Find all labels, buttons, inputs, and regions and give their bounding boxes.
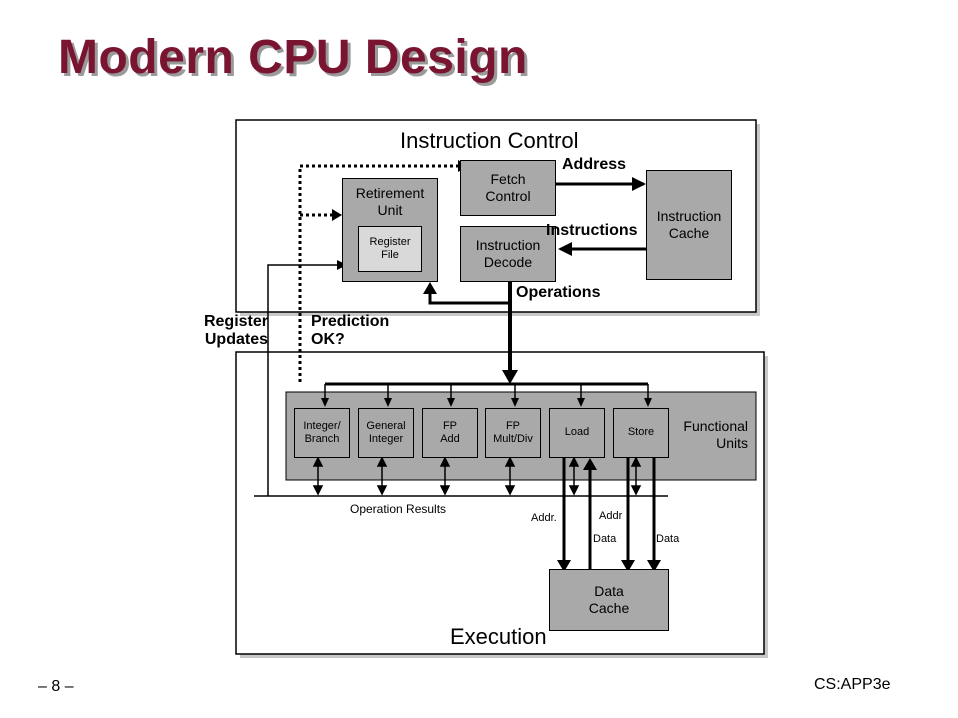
fetch-control-label: Fetch Control — [485, 171, 531, 204]
slide-title: Modern CPU Design — [58, 31, 528, 84]
register-updates-label: Register Updates — [203, 313, 268, 349]
unit-label: FP Mult/Div — [493, 419, 533, 445]
unit-label: Store — [627, 426, 655, 439]
data-cache: Data Cache — [549, 569, 669, 631]
register-file-label: Register File — [369, 235, 411, 261]
instruction-cache: Instruction Cache — [646, 170, 732, 280]
unit-label: Load — [564, 426, 590, 439]
retirement-unit-label: Retirement Unit — [355, 185, 425, 218]
address-label: Address — [562, 156, 627, 173]
instruction-decode-label: Instruction Decode — [475, 237, 541, 270]
unit-fp-add: FP Add — [422, 408, 478, 458]
instructions-label: Instructions — [546, 222, 638, 239]
execution-label: Execution — [450, 624, 547, 649]
register-file: Register File — [358, 226, 422, 272]
unit-label: Integer/ Branch — [303, 419, 341, 445]
functional-units-label: Functional Units — [683, 418, 748, 451]
unit-label: FP Add — [440, 419, 460, 445]
instruction-control-label: Instruction Control — [400, 128, 579, 153]
page-number: – 8 – — [38, 678, 74, 695]
unit-load: Load — [549, 408, 605, 458]
addr-load-label: Addr. — [531, 512, 557, 524]
unit-fp-mult-div: FP Mult/Div — [485, 408, 541, 458]
data-load-label: Data — [593, 533, 617, 545]
operations-label: Operations — [516, 284, 601, 301]
data-store-label: Data — [656, 533, 680, 545]
operation-results-label: Operation Results — [350, 502, 447, 516]
register-updates-line — [267, 260, 347, 496]
fetch-control: Fetch Control — [460, 160, 556, 216]
unit-label: General Integer — [366, 419, 406, 445]
prediction-line — [298, 164, 458, 382]
unit-store: Store — [613, 408, 669, 458]
unit-integer-branch: Integer/ Branch — [294, 408, 350, 458]
addr-store-label: Addr — [599, 510, 623, 522]
prediction-ok-label: Prediction OK? — [311, 313, 390, 349]
unit-general-integer: General Integer — [358, 408, 414, 458]
course-label: CS:APP3e — [814, 676, 891, 693]
instruction-cache-label: Instruction Cache — [656, 208, 722, 241]
data-cache-label: Data Cache — [588, 583, 630, 616]
instruction-decode: Instruction Decode — [460, 226, 556, 282]
